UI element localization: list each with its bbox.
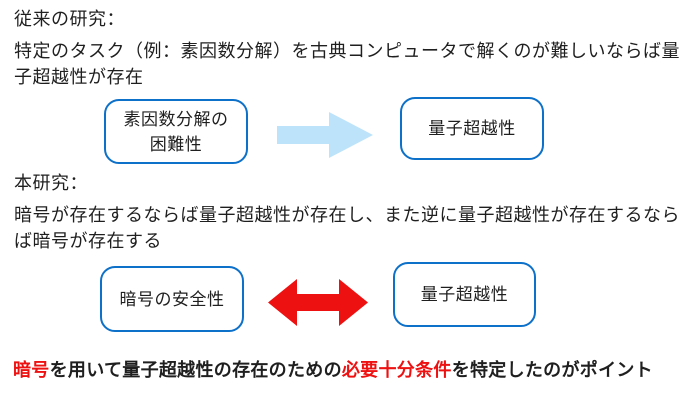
key-point-statement: 暗号を用いて量子超越性の存在のための必要十分条件を特定したのがポイント	[13, 357, 653, 383]
quantum-supremacy-box-bottom: 量子超越性	[393, 262, 536, 327]
double-headed-arrow-shape	[268, 279, 368, 326]
this-research-description: 暗号が存在するならば量子超越性が存在し、また逆に量子超越性が存在するなら ば暗号…	[14, 202, 680, 254]
crypto-security-label: 暗号の安全性	[119, 289, 225, 309]
key-point-middle-text: を用いて量子超越性の存在のための	[49, 360, 342, 380]
prior-research-description: 特定のタスク（例：素因数分解）を古典コンピュータで解くのが難しいならば量 子超越…	[14, 38, 680, 90]
prior-research-description-line1: 特定のタスク（例：素因数分解）を古典コンピュータで解くのが難しいならば量	[14, 41, 680, 61]
factoring-hardness-box: 素因数分解の 困難性	[104, 99, 248, 164]
key-point-condition-red: 必要十分条件	[341, 360, 452, 380]
quantum-supremacy-label-top: 量子超越性	[428, 119, 516, 138]
prior-research-heading: 従来の研究：	[14, 9, 125, 29]
factoring-hardness-line2: 困難性	[149, 134, 203, 154]
right-arrow-shape	[277, 112, 373, 158]
prior-research-description-line2: 子超越性が存在	[14, 67, 144, 87]
right-arrow-icon	[277, 112, 373, 158]
this-research-heading: 本研究：	[14, 173, 88, 193]
this-research-description-line2: ば暗号が存在する	[14, 231, 162, 251]
this-research-description-line1: 暗号が存在するならば量子超越性が存在し、また逆に量子超越性が存在するなら	[14, 205, 680, 225]
quantum-supremacy-label-bottom: 量子超越性	[420, 285, 509, 304]
quantum-supremacy-box-top: 量子超越性	[400, 97, 544, 160]
crypto-security-box: 暗号の安全性	[100, 266, 244, 332]
factoring-hardness-line1: 素因数分解の	[123, 109, 229, 129]
double-headed-arrow-icon	[268, 279, 368, 326]
key-point-crypto-red: 暗号	[13, 360, 50, 380]
key-point-end-text: を特定したのがポイント	[451, 360, 653, 380]
